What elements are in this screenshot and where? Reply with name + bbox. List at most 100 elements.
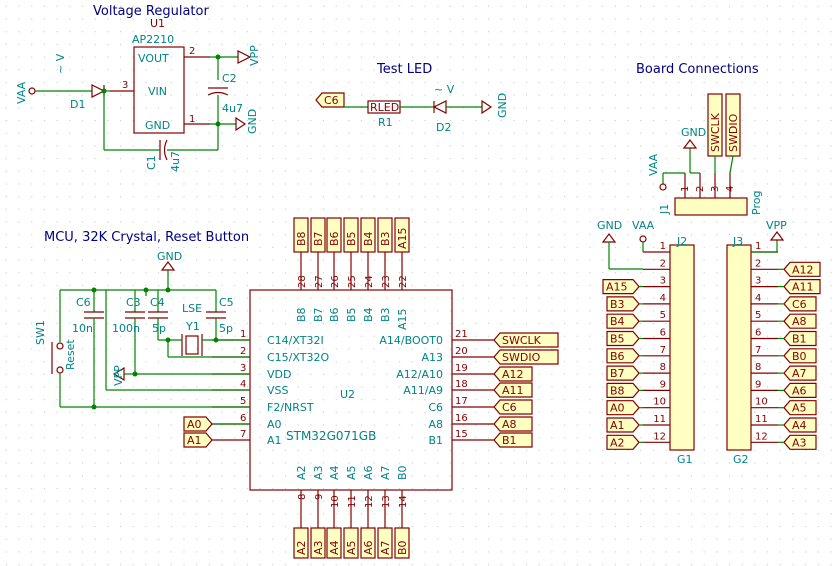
j2-ref: J2 <box>676 235 687 248</box>
j1-val: Prog <box>750 191 763 215</box>
u2-right-label: C6 <box>502 401 517 414</box>
net-label-a8 <box>493 416 533 432</box>
u1-pinnum-2: 2 <box>189 46 195 57</box>
j1-pin-3: 3 <box>710 186 721 192</box>
net-label-b1 <box>493 432 533 448</box>
j2-pin-num: 8 <box>660 362 666 373</box>
u2-right-pin-name: A8 <box>428 418 443 431</box>
u2-left-pin-name: C14/XT32I <box>267 334 324 347</box>
u2-top-label: B8 <box>295 231 308 246</box>
u2-bottom-label: A6 <box>362 540 375 555</box>
regulator-gnd-label: GND <box>246 109 259 134</box>
net-label-j3 <box>783 434 817 450</box>
d1-val: ~ V <box>54 53 67 74</box>
net-label-j3 <box>783 279 821 295</box>
net-label-j2 <box>606 296 640 312</box>
j2-label: B8 <box>610 384 625 397</box>
u2-right-label: A11 <box>502 384 524 397</box>
u2-top-pin-name: B3 <box>379 307 392 322</box>
regulator-vpp-label: VPP <box>248 45 261 66</box>
prog-vaa-label: VAA <box>647 153 660 176</box>
j2-pin-num: 5 <box>660 310 666 321</box>
c1-ref: C1 <box>145 155 158 170</box>
j2-pin-num: 4 <box>660 293 666 304</box>
u2-bottom-pin-num: 14 <box>398 495 409 508</box>
j2-label: A1 <box>610 419 625 432</box>
j1-pin-1: 1 <box>680 186 691 192</box>
j2-pin-num: 9 <box>660 379 666 390</box>
j1-ref: J1 <box>658 204 671 215</box>
u2-bottom-pin-name: B0 <box>396 465 409 480</box>
prog-ground-icon <box>682 139 698 149</box>
u2-top-pin-num: 25 <box>347 275 358 288</box>
led-net-c6: C6 <box>324 94 339 107</box>
prog-connector-section: J1 Prog 1 2 3 4 GND VAA SWCLK SWDIO <box>647 93 763 216</box>
u2-bottom-pin-name: A2 <box>295 465 308 480</box>
j2-pin-num: 12 <box>653 431 666 442</box>
u2-bottom-pin-name: A5 <box>345 465 358 480</box>
net-label-j2 <box>606 365 640 381</box>
y1-label: Y1 <box>185 320 200 333</box>
u2-right-pin-name: B1 <box>428 434 443 447</box>
u2-bottom-label: A4 <box>328 540 341 555</box>
j3-label: A8 <box>792 315 807 328</box>
board-headers-section: J2 G1 J3 G2 123A154B35B46B57B68B79B810A0… <box>597 219 821 466</box>
j2-pin-num: 1 <box>660 241 666 252</box>
u1-pinnum-1: 1 <box>189 114 195 125</box>
u2-right-pin-num: 17 <box>455 396 468 407</box>
header-vpp-icon <box>769 231 785 241</box>
u1-part: AP2210 <box>132 33 174 46</box>
j3-pin-num: 9 <box>755 379 761 390</box>
net-label-a0 <box>183 416 213 432</box>
j3-label: A11 <box>792 281 814 294</box>
r1-val: RLED <box>370 101 399 114</box>
j2-label: B7 <box>610 367 625 380</box>
u1-pin-vout: VOUT <box>138 52 169 65</box>
mcu-gnd-label: GND <box>157 250 182 263</box>
c2-val: 4u7 <box>222 102 243 115</box>
c6-ref: C6 <box>76 296 91 309</box>
c5-ref: C5 <box>219 296 234 309</box>
y1-crystal-icon <box>185 335 199 355</box>
u2-bottom-label: A3 <box>312 540 325 555</box>
c3-val: 100n <box>112 322 140 335</box>
j3-label: B1 <box>792 333 807 346</box>
header-vpp-label: VPP <box>766 219 787 232</box>
u2-ref: U2 <box>340 388 355 401</box>
net-label-j2 <box>606 313 640 329</box>
d2-ref: D2 <box>436 121 451 134</box>
u2-left-pin-num: 3 <box>240 363 246 374</box>
u2-right-pin-name: A12/A10 <box>396 368 443 381</box>
u2-left-pin-name: VDD <box>267 368 291 381</box>
u2-bottom-pin-num: 13 <box>381 495 392 508</box>
j2-label: A15 <box>606 281 628 294</box>
u2-right-pin-num: 16 <box>455 413 468 424</box>
j3-label: B0 <box>792 350 807 363</box>
net-label-j2 <box>606 382 640 398</box>
j3-body <box>726 244 752 451</box>
net-label-a11 <box>493 382 533 398</box>
u2-left-pin-num: 2 <box>240 346 246 357</box>
u2-top-pin-num: 23 <box>381 275 392 288</box>
c4-ref: C4 <box>150 296 165 309</box>
j3-val: G2 <box>733 453 749 466</box>
net-label-top <box>377 217 393 253</box>
u2-right-label: SWDIO <box>502 351 541 364</box>
u2-bottom-pin-name: A6 <box>362 465 375 480</box>
u2-bottom-label: A5 <box>345 540 358 555</box>
u2-left-pin-name: VSS <box>267 384 289 397</box>
net-label-a12 <box>493 366 533 382</box>
j3-label: A6 <box>792 384 807 397</box>
header-vaa-label: VAA <box>632 219 655 232</box>
title-board-connections: Board Connections <box>636 62 759 77</box>
net-label-top <box>394 217 410 253</box>
u2-right-label: A8 <box>502 418 517 431</box>
net-label-c6 <box>315 92 345 108</box>
net-label-j3 <box>783 348 817 364</box>
net-label-bottom <box>343 527 359 559</box>
u2-top-label: B7 <box>312 231 325 246</box>
j3-pin-num: 3 <box>755 276 761 287</box>
u2-top-pin-num: 24 <box>364 275 375 288</box>
net-label-j3 <box>783 365 817 381</box>
header-ground-icon <box>601 233 617 243</box>
